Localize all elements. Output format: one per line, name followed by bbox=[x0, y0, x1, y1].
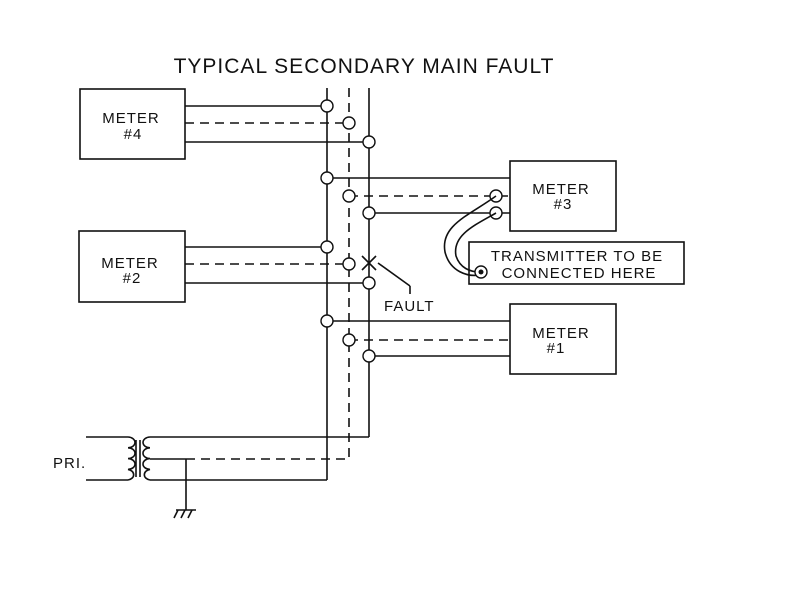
fault-leader-line bbox=[377, 262, 411, 287]
transmitter-box bbox=[468, 241, 685, 285]
meter-3-box bbox=[509, 160, 617, 232]
meter-4: METER #4 bbox=[79, 88, 369, 160]
transmitter-lead-2 bbox=[454, 212, 497, 273]
meter-1-box bbox=[509, 303, 617, 375]
meter-3-number: #3 bbox=[554, 196, 573, 213]
terminal-icon bbox=[362, 276, 376, 290]
meter-3: METER #3 bbox=[327, 160, 617, 232]
meter-1: METER #1 bbox=[327, 303, 617, 375]
terminal-icon bbox=[362, 206, 376, 220]
meter-3-label: METER bbox=[532, 181, 590, 198]
terminal-icon bbox=[362, 349, 376, 363]
meter-2-number: #2 bbox=[123, 270, 142, 287]
terminal-icon bbox=[362, 135, 376, 149]
terminal-icon bbox=[320, 99, 334, 113]
meter-2-box bbox=[78, 230, 186, 303]
primary-label: PRI. bbox=[53, 455, 86, 472]
terminal-icon bbox=[320, 171, 334, 185]
bus-terminals bbox=[320, 99, 503, 363]
meter-1-number: #1 bbox=[547, 340, 566, 357]
primary-coil bbox=[127, 436, 136, 481]
fault-label: FAULT bbox=[384, 298, 435, 315]
terminal-icon bbox=[342, 116, 356, 130]
transmitter-connection bbox=[443, 195, 685, 285]
terminal-icon bbox=[320, 314, 334, 328]
transmitter-text-line1: TRANSMITTER TO BE bbox=[491, 248, 663, 265]
meter-2: METER #2 bbox=[78, 230, 369, 303]
transmitter-lead-1 bbox=[443, 195, 497, 277]
diagram-title: TYPICAL SECONDARY MAIN FAULT bbox=[174, 55, 555, 78]
fault-marker bbox=[361, 255, 411, 294]
secondary-coil bbox=[142, 436, 151, 481]
meter-1-label: METER bbox=[532, 325, 590, 342]
transmitter-text-line2: CONNECTED HERE bbox=[502, 265, 657, 282]
terminal-icon bbox=[320, 240, 334, 254]
terminal-icon bbox=[342, 189, 356, 203]
meter-4-label: METER bbox=[102, 110, 160, 127]
terminal-icon bbox=[342, 257, 356, 271]
ground-icon bbox=[173, 509, 196, 519]
meter-4-box bbox=[79, 88, 186, 160]
transformer bbox=[86, 436, 369, 519]
terminal-icon bbox=[342, 333, 356, 347]
meter-2-label: METER bbox=[101, 255, 159, 272]
meter-4-number: #4 bbox=[124, 126, 143, 143]
